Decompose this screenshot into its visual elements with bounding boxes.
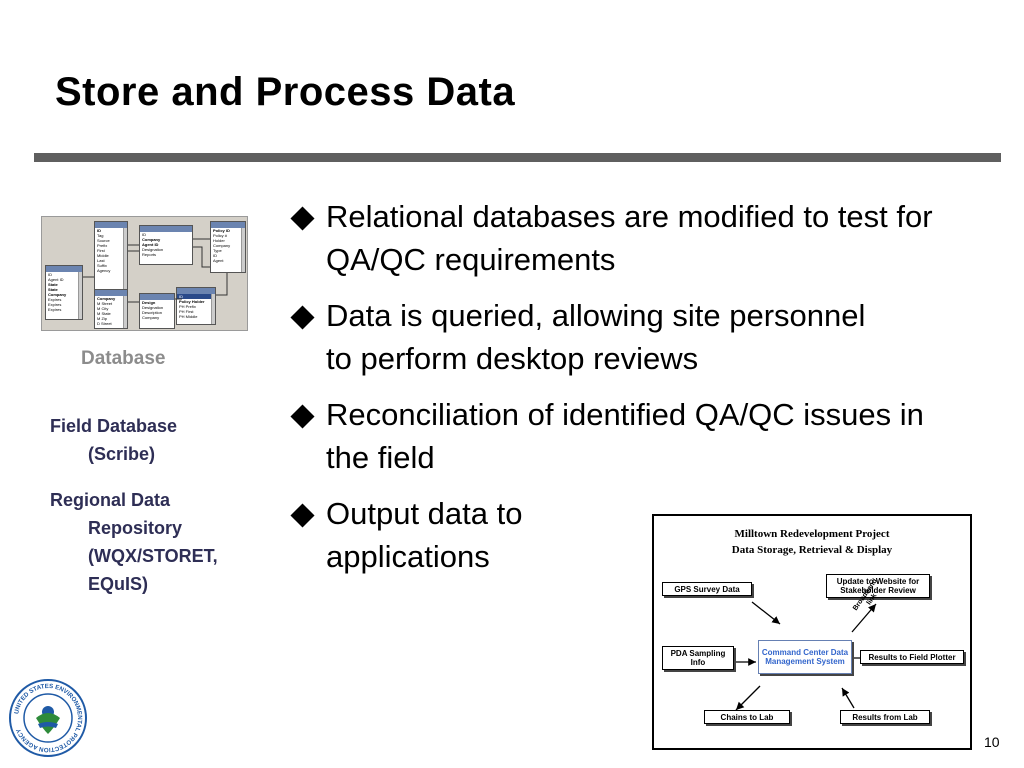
bullet-text: Output data to applications — [326, 496, 523, 574]
side-item-line: (WQX/STORET, — [88, 546, 218, 566]
results-from-lab-box: Results from Lab — [840, 710, 930, 724]
diamond-bullet-icon — [288, 501, 318, 531]
diamond-bullet-icon — [288, 204, 318, 234]
diagram-arrows — [735, 601, 877, 711]
data-flow-diagram: Milltown Redevelopment Project Data Stor… — [652, 514, 972, 750]
bullet-item: Relational databases are modified to tes… — [288, 195, 938, 281]
side-item-line: EQuIS) — [88, 574, 149, 594]
website-update-box: Update to Website for Stakeholder Review — [826, 574, 930, 598]
database-caption: Database — [81, 348, 166, 369]
bullet-item: Reconciliation of identified QA/QC issue… — [288, 393, 938, 479]
field-plotter-box: Results to Field Plotter — [860, 650, 964, 664]
schema-relations — [83, 238, 228, 303]
command-center-box: Command Center Data Management System — [758, 640, 852, 674]
pda-sampling-box: PDA Sampling Info — [662, 646, 734, 670]
chains-to-lab-box: Chains to Lab — [704, 710, 790, 724]
page-number: 10 — [984, 734, 1000, 750]
title-divider — [34, 153, 1001, 162]
bullet-item: Output data to applications — [288, 492, 588, 578]
regional-repository-label: Regional Data Repository (WQX/STORET, EQ… — [50, 486, 218, 598]
diamond-bullet-icon — [288, 402, 318, 432]
diamond-bullet-icon — [288, 303, 318, 333]
bullet-text: Relational databases are modified to tes… — [326, 199, 933, 277]
bullet-item: Data is queried, allowing site personnel… — [288, 294, 888, 380]
field-database-label: Field Database (Scribe) — [50, 412, 177, 468]
side-item-line: Regional Data — [50, 490, 171, 510]
side-item-line: Repository — [88, 518, 183, 538]
bullet-text: Reconciliation of identified QA/QC issue… — [326, 397, 924, 475]
side-item-line: (Scribe) — [88, 444, 156, 464]
diagram-subtitle: Data Storage, Retrieval & Display — [731, 544, 893, 556]
diagram-title: Milltown Redevelopment Project — [734, 528, 890, 540]
gps-survey-box: GPS Survey Data — [662, 582, 752, 596]
slide-title: Store and Process Data — [55, 70, 516, 114]
side-item-line: Field Database — [50, 416, 178, 436]
bullet-text: Data is queried, allowing site personnel… — [326, 298, 866, 376]
bullet-list: Relational databases are modified to tes… — [288, 195, 938, 591]
epa-seal-logo: UNITED STATES ENVIRONMENTAL PROTECTION A… — [9, 679, 87, 757]
